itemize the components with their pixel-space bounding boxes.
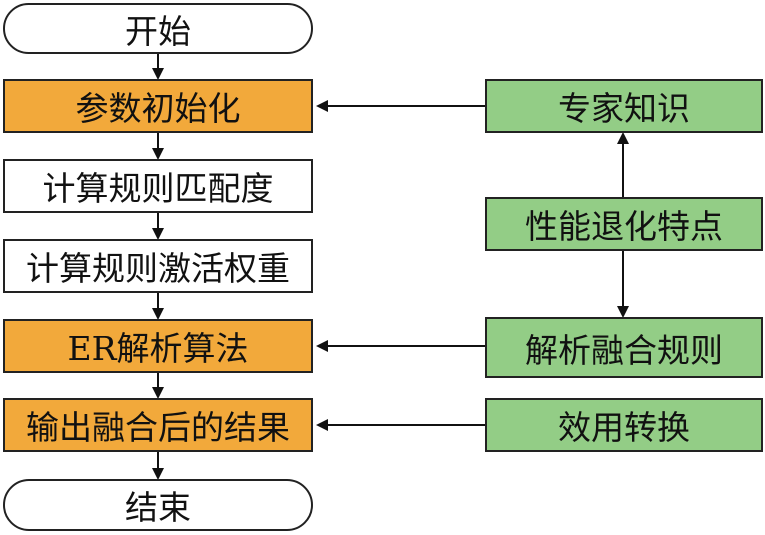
utility-transform-label: 效用转换 xyxy=(558,408,690,447)
er-algorithm-step: ER解析算法 xyxy=(3,319,313,373)
fusion-rules-label: 解析融合规则 xyxy=(525,330,723,370)
activation-weight-label: 计算规则激活权重 xyxy=(26,249,290,288)
start-label: 开始 xyxy=(125,11,191,51)
activation-weight-step: 计算规则激活权重 xyxy=(3,239,313,293)
expert-knowledge-box: 专家知识 xyxy=(485,79,763,133)
degradation-features-box: 性能退化特点 xyxy=(485,197,763,251)
degradation-features-label: 性能退化特点 xyxy=(525,207,723,246)
match-degree-label: 计算规则匹配度 xyxy=(42,169,274,208)
utility-transform-box: 效用转换 xyxy=(485,398,763,452)
param-init-label: 参数初始化 xyxy=(75,89,241,128)
param-init-step: 参数初始化 xyxy=(3,79,313,133)
output-result-step: 输出融合后的结果 xyxy=(3,398,313,452)
fusion-rules-box: 解析融合规则 xyxy=(485,317,763,378)
expert-knowledge-label: 专家知识 xyxy=(558,89,690,128)
match-degree-step: 计算规则匹配度 xyxy=(3,159,313,213)
start-terminal: 开始 xyxy=(3,3,313,54)
end-terminal: 结束 xyxy=(3,479,313,531)
output-result-label: 输出融合后的结果 xyxy=(26,408,290,447)
er-algorithm-label: ER解析算法 xyxy=(67,329,249,368)
end-label: 结束 xyxy=(125,488,191,527)
